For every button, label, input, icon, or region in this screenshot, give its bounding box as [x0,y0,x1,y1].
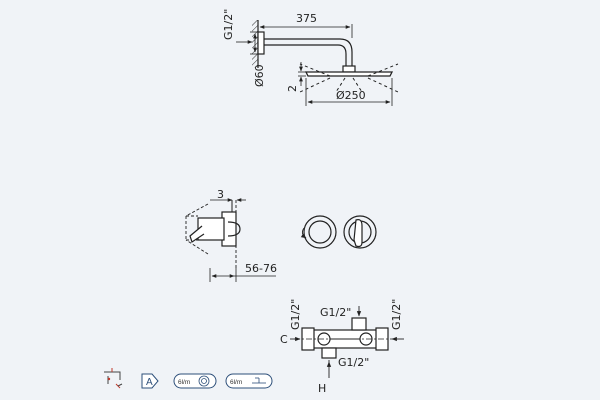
head-connector [342,65,356,73]
flange-diameter-label: Ø60 [253,64,266,87]
knob-side [227,221,241,237]
bottom-outlet [321,347,337,359]
top-outlet [351,317,367,331]
front-left-ring-outer [303,215,337,249]
mixer-front-drawing [300,215,377,249]
dim-head-diameter [305,78,393,106]
head-thickness-label: 2 [286,85,299,92]
energy-class-badge: A [141,373,159,389]
spray-lines [299,63,399,93]
cold-label: C [280,333,288,346]
flow-rate-2-text: 6l/m [230,379,242,386]
rotation-arrow [300,227,307,239]
right-thread-label: G1/2" [390,299,403,330]
dim-head-thickness [298,62,306,86]
dim-wall-depth [209,268,276,282]
faucet-icon [104,368,123,389]
flow-rate-1-text: 6l/m [178,379,190,386]
arm-length-label: 375 [296,12,317,25]
front-left-ring-inner [308,220,332,244]
top-thread-label: G1/2" [320,306,351,319]
flow-rate-badge-2: 6l/m [225,373,273,389]
connection-arrows [290,306,404,378]
wall-flange [257,31,265,55]
energy-class-text: A [146,377,153,388]
wall-depth-label: 56-76 [245,262,277,275]
pipe-thread-label: G1/2" [222,9,235,40]
shower-head-plate [304,71,394,77]
dim-flange [250,31,262,55]
mixer-lever-side [189,225,205,243]
connections-drawing [294,317,396,359]
shower-arm-outer [264,38,353,66]
shower-head-drawing [252,20,399,93]
hand-shower-icon [198,375,210,387]
bottom-thread-label: G1/2" [338,356,369,369]
shower-arm-inner [264,44,347,66]
left-thread-label: G1/2" [289,299,302,330]
head-diameter-label: Ø250 [336,89,366,102]
mixer-lever-front [353,219,363,248]
flow-rate-badge-1: 6l/m [173,373,217,389]
overhead-shower-icon [252,377,266,384]
hot-label: H [318,382,326,395]
dim-arm-length [257,24,353,38]
plate-thickness-label: 3 [217,188,224,201]
badges-row: A 6l/m 6l/m [104,368,273,389]
front-right-ring-outer [343,215,377,249]
mixer-side-drawing [185,200,241,268]
